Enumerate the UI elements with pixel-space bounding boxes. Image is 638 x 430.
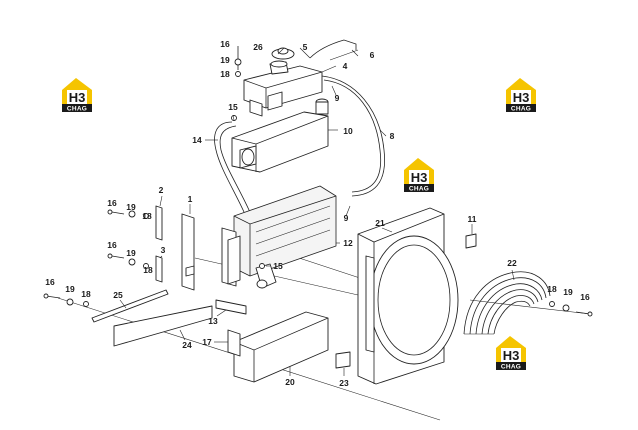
callout-21: 21 <box>375 218 385 228</box>
access-cover <box>335 351 351 369</box>
callout-19: 19 <box>220 55 230 65</box>
upper-tank <box>231 98 329 173</box>
callout-17: 17 <box>202 337 212 347</box>
callout-19-right: 19 <box>563 287 573 297</box>
expansion-tank <box>243 60 323 117</box>
logo-word: CHAG <box>501 364 521 371</box>
callout-16-upper: 16 <box>107 198 117 208</box>
fan-guard <box>463 271 551 335</box>
logo-mark: H3 <box>513 90 530 105</box>
callout-26: 26 <box>253 42 263 52</box>
bolt-set-upper <box>107 209 149 219</box>
callout-4: 4 <box>343 61 348 71</box>
callout-16-right: 16 <box>580 292 590 302</box>
logo-mark: H3 <box>69 90 86 105</box>
callout-18-upper: 18 <box>142 211 152 221</box>
strip-3 <box>155 255 163 283</box>
logo-top-right: H3 CHAG <box>506 78 536 113</box>
callout-13: 13 <box>208 316 218 326</box>
radiator-core <box>233 185 337 277</box>
leader-lines <box>119 47 515 376</box>
logo-mark: H3 <box>411 170 428 185</box>
callout-18: 18 <box>220 69 230 79</box>
bolt-set-tank <box>231 46 265 269</box>
callout-2: 2 <box>159 185 164 195</box>
callout-20: 20 <box>285 377 295 387</box>
strip-2 <box>155 205 163 241</box>
side-bracket <box>221 227 241 287</box>
callout-12: 12 <box>343 238 353 248</box>
callout-25: 25 <box>113 290 123 300</box>
callout-14: 14 <box>192 135 202 145</box>
callout-22: 22 <box>507 258 517 268</box>
callout-1: 1 <box>188 194 193 204</box>
logo-bottom-right: H3 CHAG <box>496 336 526 371</box>
foam-pad <box>113 305 213 347</box>
callout-19-left: 19 <box>65 284 75 294</box>
logo-mark: H3 <box>503 348 520 363</box>
callout-3: 3 <box>161 245 166 255</box>
bolt-set-left <box>43 293 89 307</box>
callout-23: 23 <box>339 378 349 388</box>
callout-11: 11 <box>468 214 477 224</box>
callout-18-middle: 18 <box>143 265 153 275</box>
callout-6: 6 <box>370 50 375 60</box>
side-plate-1 <box>181 213 195 291</box>
outlet-pipe <box>255 263 277 289</box>
logo-word: CHAG <box>511 106 531 113</box>
seal-strip <box>91 289 169 323</box>
callouts: 16 19 18 26 5 6 4 9 15 10 8 14 2 1 9 21 … <box>45 39 590 388</box>
logo-word: CHAG <box>409 186 429 193</box>
callout-9-lower: 9 <box>344 213 349 223</box>
callout-9-upper: 9 <box>335 93 340 103</box>
callout-16: 16 <box>220 39 230 49</box>
callout-10: 10 <box>343 126 353 136</box>
lower-tank <box>227 311 329 383</box>
filler-cap <box>271 47 295 60</box>
bolt-set-right <box>549 301 593 317</box>
callout-16-middle: 16 <box>107 240 117 250</box>
cover-plate <box>465 233 477 249</box>
callout-8: 8 <box>390 131 395 141</box>
bolt-set-middle <box>107 253 149 269</box>
clamp <box>215 299 247 315</box>
logo-center: H3 CHAG <box>404 158 434 193</box>
fan-shroud <box>357 207 459 385</box>
callout-5: 5 <box>303 42 308 52</box>
callout-15-upper: 15 <box>228 102 238 112</box>
callout-16-left: 16 <box>45 277 55 287</box>
logo-top-left: H3 CHAG <box>62 78 92 113</box>
overflow-pipe <box>309 39 357 59</box>
callout-19-upper: 19 <box>126 202 136 212</box>
callout-18-left: 18 <box>81 289 91 299</box>
callout-24: 24 <box>182 340 192 350</box>
callout-18-right: 18 <box>547 284 557 294</box>
vent-hose <box>321 75 386 197</box>
logo-word: CHAG <box>67 106 87 113</box>
vent-hose-edge <box>323 79 382 193</box>
callout-15-lower: 15 <box>273 261 283 271</box>
callout-19-middle: 19 <box>126 248 136 258</box>
